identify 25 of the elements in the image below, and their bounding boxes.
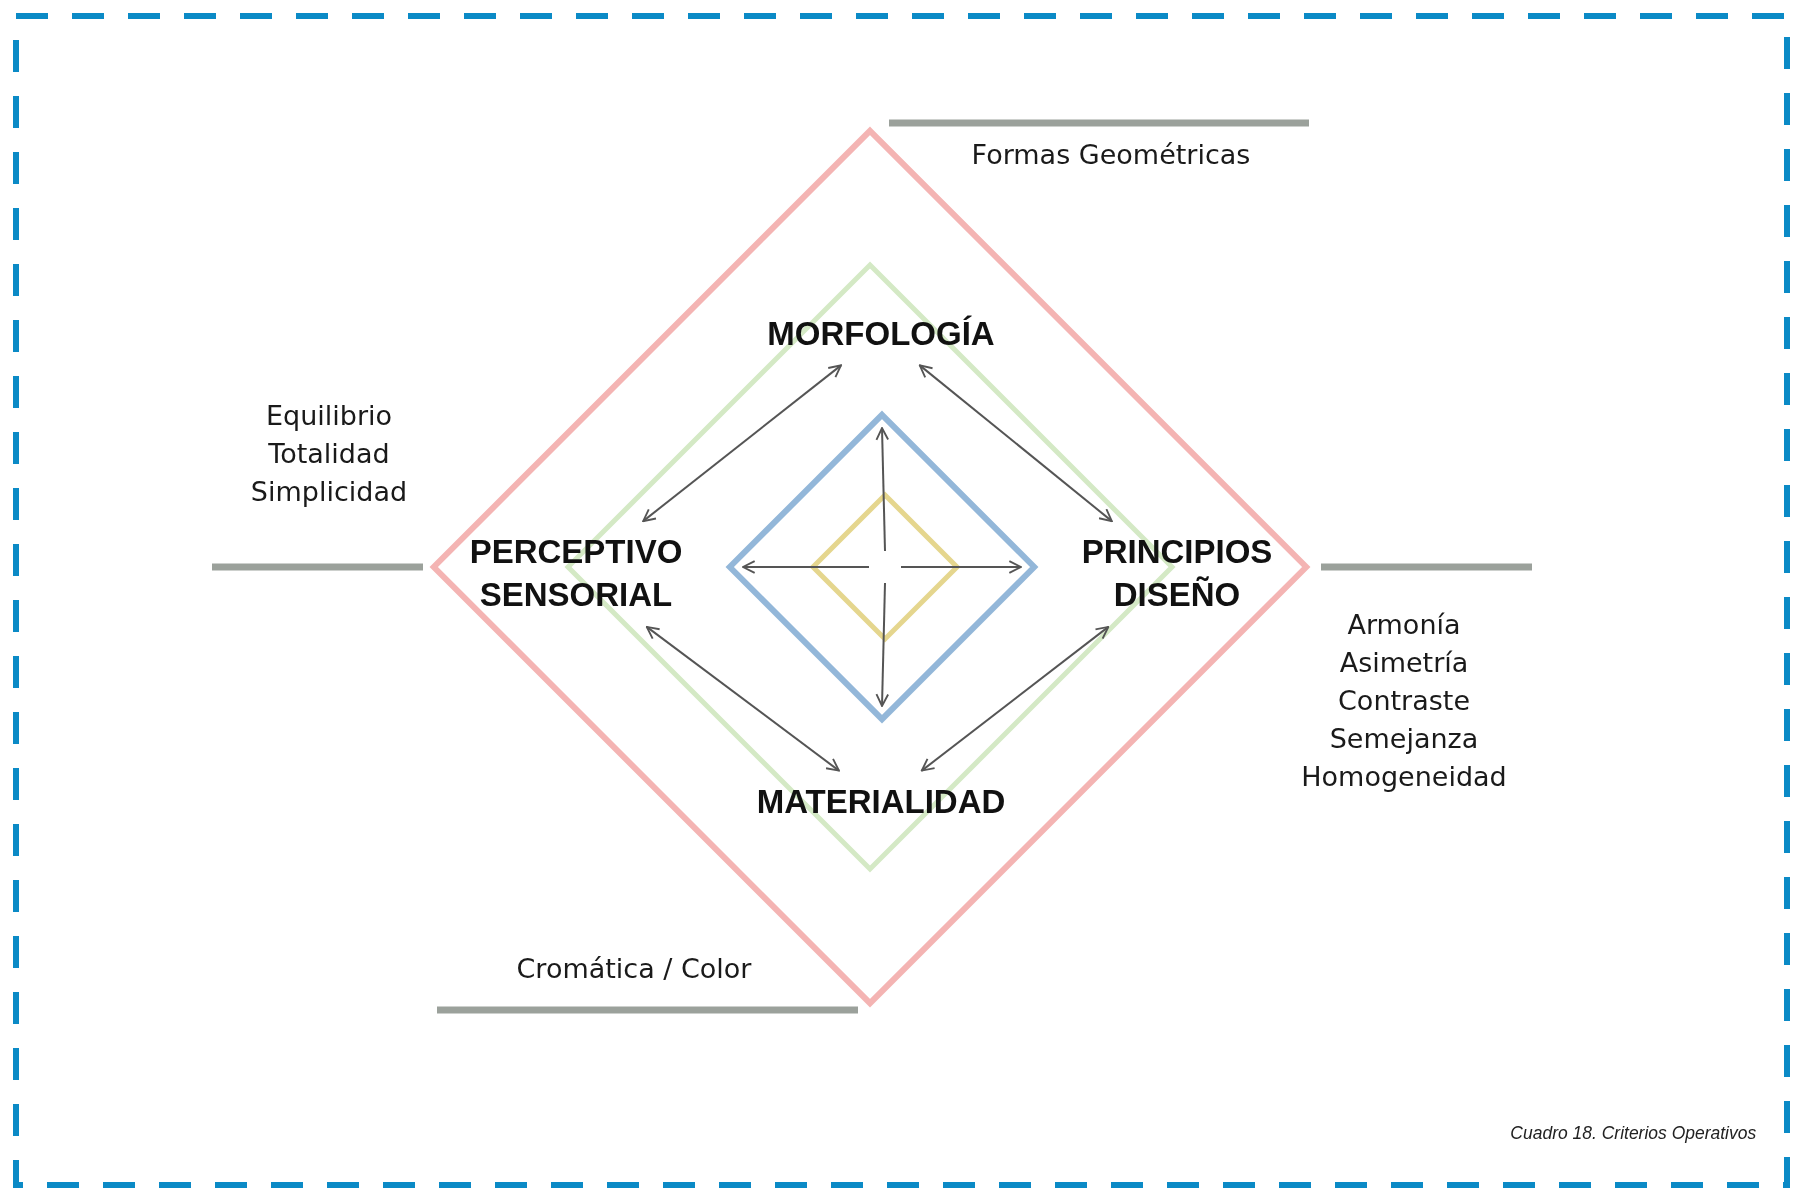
criterion-label: Contraste xyxy=(1338,684,1470,716)
arrow xyxy=(875,427,890,552)
criterion-label: Semejanza xyxy=(1329,722,1479,754)
arrow xyxy=(920,625,1110,772)
criterion-label: Equilibrio xyxy=(265,399,393,431)
category-label: MORFOLOGÍA xyxy=(767,312,995,356)
criterion-label: Formas Geométricas xyxy=(971,138,1251,170)
caption: Cuadro 18. Criterios Operativos xyxy=(1510,1122,1756,1144)
category-label: MATERIALIDAD xyxy=(756,780,1006,824)
arrow xyxy=(918,364,1113,523)
arrow xyxy=(645,625,840,772)
criterion-label: Asimetría xyxy=(1339,646,1469,678)
arrow xyxy=(875,582,890,707)
criterion-label: Cromática / Color xyxy=(516,952,752,984)
criterion-label: Armonía xyxy=(1347,608,1461,640)
criterion-label: Simplicidad xyxy=(250,475,408,507)
category-label: PRINCIPIOS DISEÑO xyxy=(1081,531,1273,617)
diamond-outline xyxy=(809,491,961,643)
criterion-label: Totalidad xyxy=(268,437,390,469)
diamond-outline xyxy=(725,410,1039,724)
arrow xyxy=(900,560,1022,574)
criterion-label: Homogeneidad xyxy=(1301,760,1507,792)
arrow xyxy=(742,560,870,574)
arrow xyxy=(642,364,842,523)
category-label: PERCEPTIVO SENSORIAL xyxy=(469,531,683,617)
